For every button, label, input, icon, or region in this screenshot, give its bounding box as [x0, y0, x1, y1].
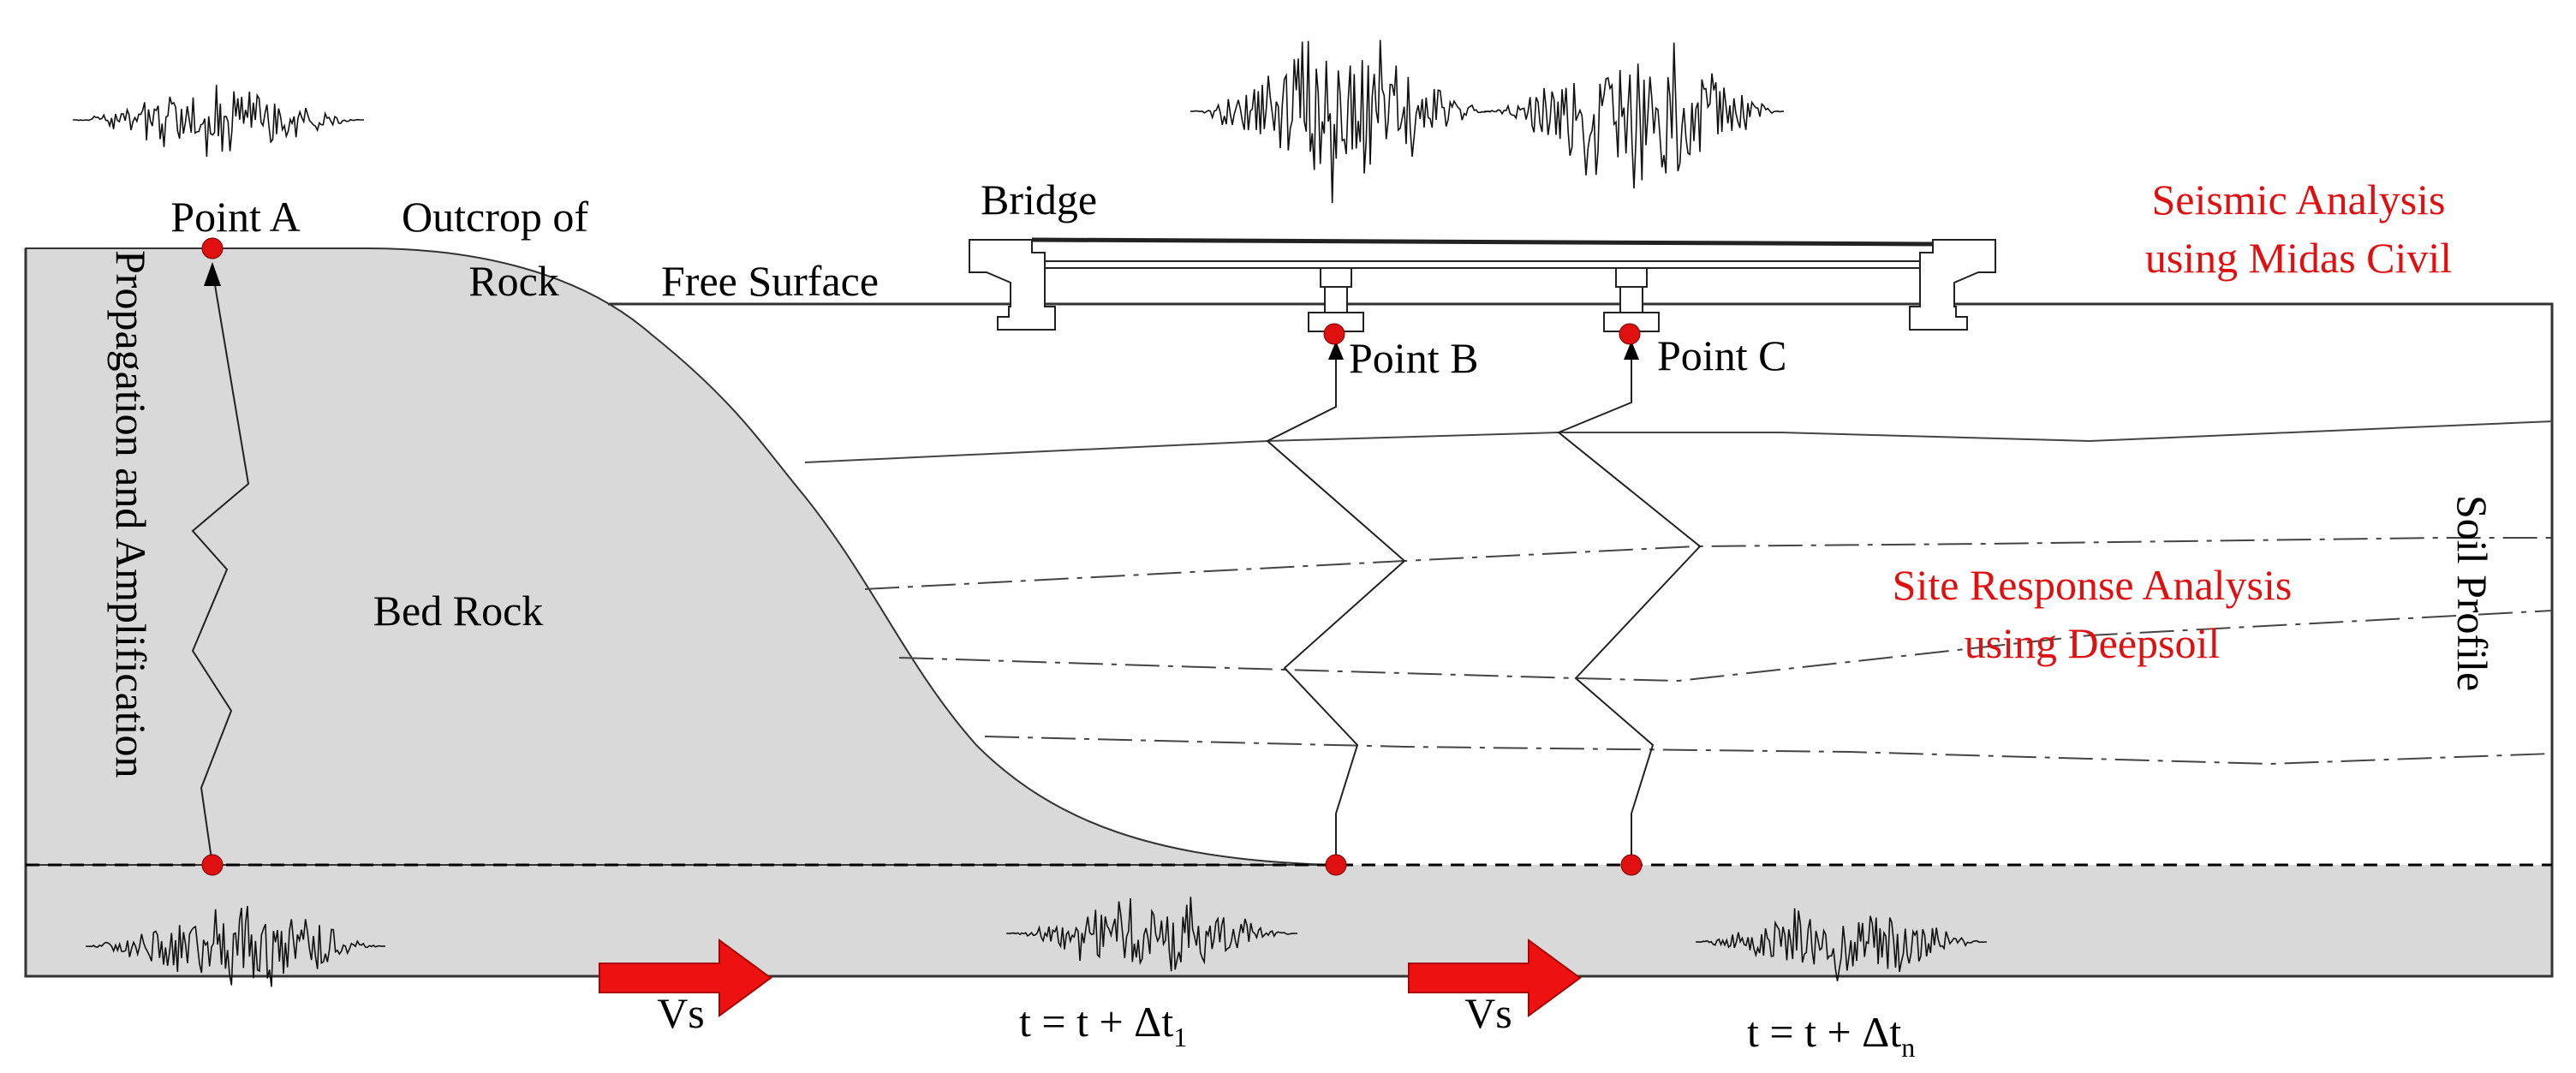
bridge-deck-top — [1031, 237, 1934, 247]
propagation-path-a — [191, 269, 250, 866]
bed-rock-region — [25, 247, 1337, 866]
seismogram-base-a — [86, 905, 386, 987]
seismograms — [73, 39, 1987, 987]
bridge-left-abutment — [969, 239, 1056, 331]
soil-layer-4 — [984, 736, 2553, 766]
propagation-path-c — [1557, 355, 1702, 865]
bedrock-base-layer — [26, 865, 2552, 976]
markers — [201, 237, 1643, 876]
model-frame — [24, 248, 2554, 978]
point-b-marker — [1323, 323, 1345, 345]
propagation-path-b — [1266, 355, 1406, 865]
point-c-marker — [1619, 323, 1641, 345]
base-a-marker — [201, 854, 224, 876]
bridge-label: Bridge — [981, 176, 1097, 224]
soil-layer-1 — [804, 420, 2553, 463]
seismogram-point-a — [73, 85, 364, 158]
bridge-structure — [969, 237, 1996, 332]
point-a-marker — [201, 237, 224, 259]
seismogram-point-c — [1483, 42, 1785, 189]
seismogram-base-b — [1006, 897, 1297, 972]
seismic-analysis-label-line1: Seismic Analysis — [2151, 176, 2445, 224]
vs-label-left: Vs — [657, 989, 705, 1037]
soil-profile-label: Soil Profile — [2448, 495, 2496, 691]
seismogram-base-c — [1695, 908, 1987, 981]
bridge-right-abutment — [1909, 239, 1996, 331]
propagation-paths — [191, 269, 1702, 866]
pier-b-column — [1324, 286, 1348, 313]
arrowhead-b — [1328, 341, 1344, 360]
pier-b-cap — [1320, 267, 1352, 288]
soil-layers — [804, 420, 2553, 766]
base-c-marker — [1620, 854, 1643, 876]
site-response-label-line1: Site Response Analysis — [1893, 561, 2293, 609]
outcrop-label-line1: Outcrop of — [402, 193, 588, 241]
site-response-label-line2: using Deepsoil — [1965, 619, 2221, 667]
vs-arrows — [599, 939, 1582, 1017]
outcrop-label-line2: Rock — [468, 257, 559, 305]
seismic-analysis-label-line2: using Midas Civil — [2145, 234, 2452, 282]
propagation-label: Propagation and Amplification — [107, 250, 155, 778]
point-c-label: Point C — [1657, 331, 1786, 379]
arrowheads — [204, 262, 1639, 360]
point-b-label: Point B — [1349, 334, 1478, 382]
free-surface-label: Free Surface — [661, 257, 879, 305]
soil-layer-2 — [864, 537, 2552, 590]
pier-c-column — [1619, 286, 1643, 313]
time-label-1: t = t + Δt1 — [1019, 998, 1187, 1052]
bed-rock-label: Bed Rock — [373, 587, 544, 635]
point-a-label: Point A — [170, 193, 300, 241]
base-b-marker — [1325, 854, 1347, 876]
soil-layer-3 — [898, 610, 2553, 683]
pier-c-cap — [1615, 267, 1648, 288]
time-label-n: t = t + Δtn — [1747, 1008, 1915, 1063]
arrowhead-c — [1624, 341, 1639, 360]
arrowhead-a — [204, 262, 221, 286]
vs-arrow-right — [1408, 939, 1582, 1017]
seismogram-point-b — [1190, 39, 1490, 204]
vs-arrow-left — [599, 939, 772, 1017]
vs-label-right: Vs — [1464, 989, 1512, 1037]
